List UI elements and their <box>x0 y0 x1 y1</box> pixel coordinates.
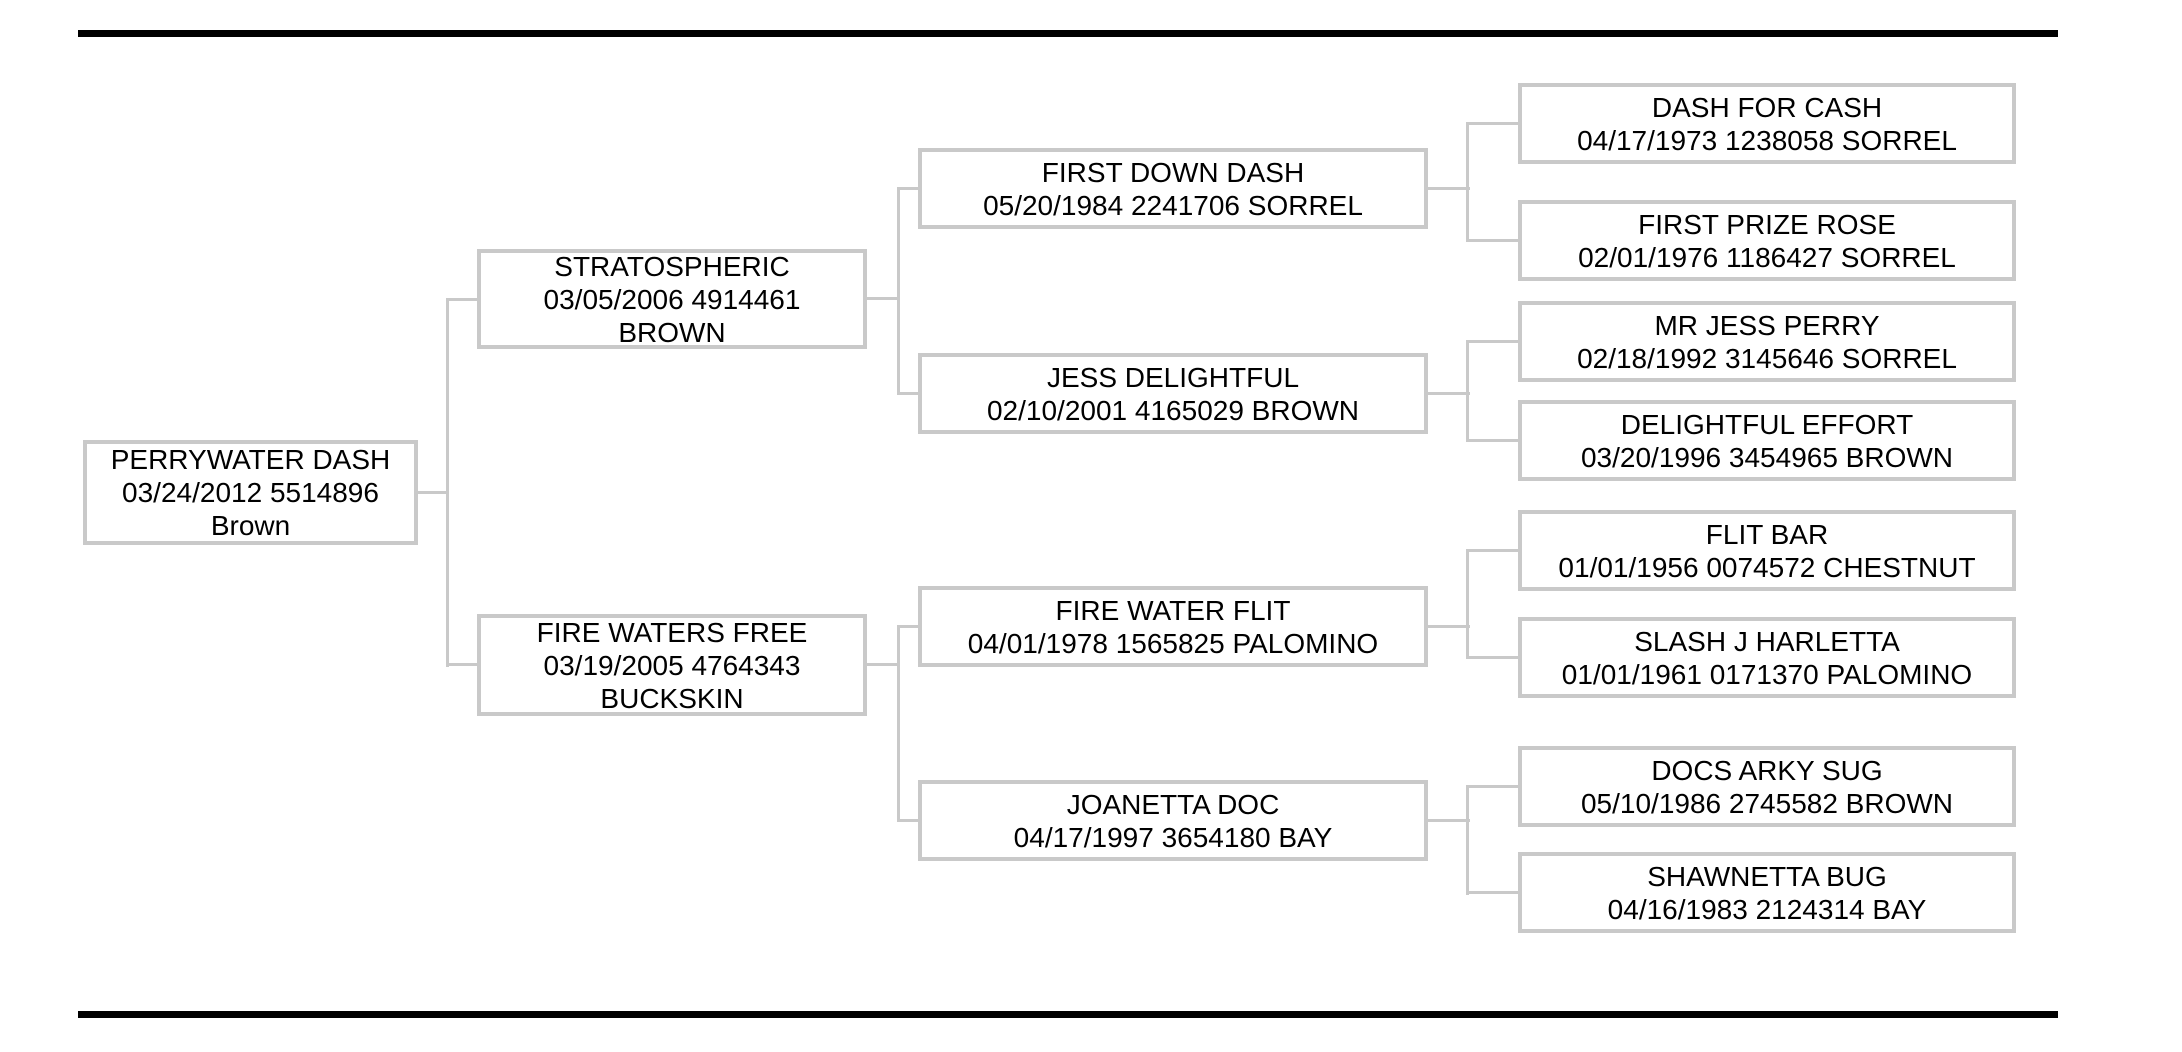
horse-info: 03/20/1996 3454965 BROWN <box>1580 441 1954 473</box>
connector-line <box>1469 340 1518 343</box>
horse-color: Brown <box>210 510 291 541</box>
node-dam-dam-sire: DOCS ARKY SUG 05/10/1986 2745582 BROWN <box>1518 746 2016 827</box>
connector-line <box>900 392 918 395</box>
connector-line <box>1469 656 1518 659</box>
connector-line <box>900 187 918 190</box>
node-sire-dam-sire: MR JESS PERRY 02/18/1992 3145646 SORREL <box>1518 301 2016 382</box>
connector-line <box>867 663 899 666</box>
horse-name: FIRST PRIZE ROSE <box>1638 208 1896 240</box>
node-dam-sire: FIRE WATER FLIT 04/01/1978 1565825 PALOM… <box>918 586 1428 667</box>
node-subject: PERRYWATER DASH 03/24/2012 5514896 Brown <box>83 440 418 545</box>
connector-line <box>1469 549 1518 552</box>
horse-color: BROWN <box>618 316 726 348</box>
horse-info: 01/01/1956 0074572 CHESTNUT <box>1558 551 1976 583</box>
horse-name: DELIGHTFUL EFFORT <box>1620 408 1914 440</box>
connector-line <box>1469 439 1518 442</box>
horse-name: PERRYWATER DASH <box>110 444 391 475</box>
node-dam: FIRE WATERS FREE 03/19/2005 4764343 BUCK… <box>477 614 867 716</box>
node-sire: STRATOSPHERIC 03/05/2006 4914461 BROWN <box>477 249 867 349</box>
node-sire-dam-dam: DELIGHTFUL EFFORT 03/20/1996 3454965 BRO… <box>1518 400 2016 481</box>
horse-name: DOCS ARKY SUG <box>1651 754 1883 786</box>
horse-name: JOANETTA DOC <box>1066 788 1280 820</box>
connector-line <box>900 819 918 822</box>
node-dam-dam: JOANETTA DOC 04/17/1997 3654180 BAY <box>918 780 1428 861</box>
connector-line <box>1469 785 1518 788</box>
horse-info: 02/01/1976 1186427 SORREL <box>1578 241 1956 273</box>
horse-info: 04/17/1997 3654180 BAY <box>1013 821 1333 853</box>
connector-line <box>1428 187 1470 190</box>
connector-line <box>1428 392 1470 395</box>
horse-name: FIRE WATER FLIT <box>1055 594 1291 626</box>
horse-name: STRATOSPHERIC <box>554 250 790 282</box>
connector-line <box>897 625 900 822</box>
node-dam-dam-dam: SHAWNETTA BUG 04/16/1983 2124314 BAY <box>1518 852 2016 933</box>
horse-name: FIRST DOWN DASH <box>1041 156 1305 188</box>
connector-line <box>1466 549 1469 659</box>
node-sire-sire-sire: DASH FOR CASH 04/17/1973 1238058 SORREL <box>1518 83 2016 164</box>
top-border-rule <box>78 30 2058 37</box>
node-dam-sire-sire: FLIT BAR 01/01/1956 0074572 CHESTNUT <box>1518 510 2016 591</box>
horse-name: MR JESS PERRY <box>1654 309 1880 341</box>
connector-line <box>1469 891 1518 894</box>
node-sire-sire-dam: FIRST PRIZE ROSE 02/01/1976 1186427 SORR… <box>1518 200 2016 281</box>
horse-info: 03/24/2012 5514896 <box>122 477 379 508</box>
connector-line <box>867 297 899 300</box>
horse-info: 03/05/2006 4914461 <box>543 283 801 315</box>
connector-line <box>900 625 918 628</box>
horse-info: 04/01/1978 1565825 PALOMINO <box>967 627 1379 659</box>
horse-info: 01/01/1961 0171370 PALOMINO <box>1561 658 1973 690</box>
horse-name: JESS DELIGHTFUL <box>1046 361 1300 393</box>
horse-color: BUCKSKIN <box>600 682 744 714</box>
connector-line <box>1466 340 1469 442</box>
connector-line <box>897 187 900 395</box>
connector-line <box>418 491 448 494</box>
bottom-border-rule <box>78 1011 2058 1018</box>
horse-name: FLIT BAR <box>1705 518 1829 550</box>
connector-line <box>1428 819 1470 822</box>
connector-line <box>449 298 477 301</box>
horse-name: SLASH J HARLETTA <box>1634 625 1900 657</box>
horse-info: 02/18/1992 3145646 SORREL <box>1577 342 1957 374</box>
node-sire-sire: FIRST DOWN DASH 05/20/1984 2241706 SORRE… <box>918 148 1428 229</box>
node-sire-dam: JESS DELIGHTFUL 02/10/2001 4165029 BROWN <box>918 353 1428 434</box>
node-dam-sire-dam: SLASH J HARLETTA 01/01/1961 0171370 PALO… <box>1518 617 2016 698</box>
horse-info: 03/19/2005 4764343 <box>543 649 801 681</box>
horse-info: 04/17/1973 1238058 SORREL <box>1577 124 1957 156</box>
connector-line <box>1469 239 1518 242</box>
horse-info: 05/10/1986 2745582 BROWN <box>1580 787 1954 819</box>
horse-name: DASH FOR CASH <box>1651 91 1883 123</box>
horse-info: 05/20/1984 2241706 SORREL <box>983 189 1363 221</box>
horse-info: 04/16/1983 2124314 BAY <box>1607 893 1927 925</box>
connector-line <box>446 298 449 667</box>
connector-line <box>449 663 477 666</box>
connector-line <box>1466 785 1469 895</box>
horse-info: 02/10/2001 4165029 BROWN <box>986 394 1360 426</box>
horse-name: FIRE WATERS FREE <box>536 616 808 648</box>
connector-line <box>1466 122 1469 242</box>
horse-name: SHAWNETTA BUG <box>1647 860 1887 892</box>
connector-line <box>1469 122 1518 125</box>
connector-line <box>1428 625 1470 628</box>
